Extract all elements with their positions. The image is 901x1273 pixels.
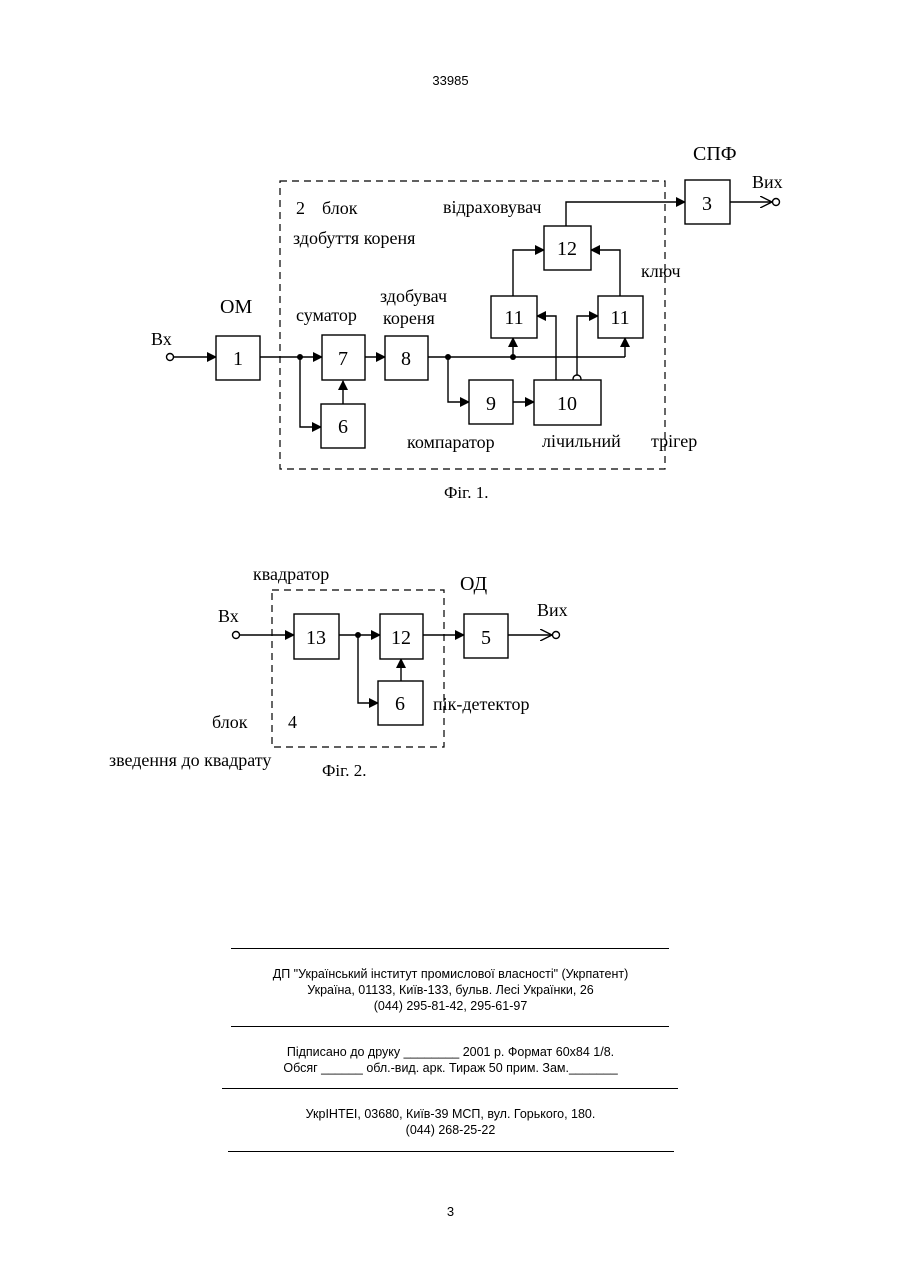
divider [222,1088,678,1089]
svg-text:9: 9 [486,393,496,415]
zvedennia-label: зведення до квадрату [109,750,271,770]
svg-text:12: 12 [391,627,411,649]
publisher-phone: (044) 295-81-42, 295-61-97 [0,998,901,1014]
pik-detektor-label: пік-детектор [433,694,530,714]
svg-text:13: 13 [306,627,326,649]
publisher-address: Україна, 01133, Київ-133, бульв. Лесі Ук… [0,982,901,998]
input-label: Вх [218,606,239,626]
block-12: 12 [544,226,591,270]
junction-dot [297,354,303,360]
input-terminal [233,632,240,639]
block-11-left: 11 [491,296,537,338]
block-12: 12 [380,614,423,659]
kvadrator-label: квадратор [253,564,329,584]
block-10: 10 [534,380,601,425]
volume-info: Обсяг ______ обл.-вид. арк. Тираж 50 при… [0,1060,901,1076]
junction-dot [355,632,361,638]
od-label: ОД [460,573,487,595]
block-3: 3 [685,180,730,224]
block-2-number: 2 [296,198,305,218]
publisher-name: ДП "Український інститут промислової вла… [0,966,901,982]
block-6: 6 [378,681,423,725]
block-9: 9 [469,380,513,424]
svg-text:7: 7 [338,348,348,370]
om-label: ОМ [220,296,252,318]
svg-text:3: 3 [702,193,712,215]
svg-text:5: 5 [481,627,491,649]
svg-text:11: 11 [610,307,629,329]
printer-phone: (044) 268-25-22 [0,1122,901,1138]
figure-1-caption: Фіг. 1. [444,483,488,502]
divider [231,948,669,949]
print-info: Підписано до друку ________ 2001 р. Форм… [0,1044,901,1060]
figure-2-diagram: 13 12 6 5 квадратор ОД Вх Вих пік-детект… [109,564,568,780]
block-4-number: 4 [288,712,297,732]
page-number: 3 [0,1204,901,1219]
spf-label: СПФ [693,143,737,165]
output-terminal [553,632,560,639]
svg-text:6: 6 [395,693,405,715]
block-2-word: блок [322,198,358,218]
sumator-label: суматор [296,305,357,325]
komparator-label: компаратор [407,432,495,452]
block-6: 6 [321,404,365,448]
kliuch-label: ключ [641,261,681,281]
block-13: 13 [294,614,339,659]
block-7: 7 [322,335,365,380]
figures-area: 1 7 6 8 9 10 1 [0,0,901,800]
figure-2-caption: Фіг. 2. [322,761,366,780]
input-label: Вх [151,329,172,349]
zdobuvach-label-line1: здобувач [380,286,447,306]
lichylnyi-label: лічильний [542,431,621,451]
junction-dot [510,354,516,360]
zdobuvach-label-line2: кореня [383,308,435,328]
output-label: Вих [537,600,568,620]
junction-dot [445,354,451,360]
svg-text:10: 10 [557,393,577,415]
output-label: Вих [752,172,783,192]
figure-1-diagram: 1 7 6 8 9 10 1 [151,143,783,502]
block-2-subtitle: здобуття кореня [293,228,415,248]
block-8: 8 [385,336,428,380]
svg-text:8: 8 [401,348,411,370]
svg-text:6: 6 [338,416,348,438]
svg-text:11: 11 [504,307,523,329]
input-terminal [167,354,174,361]
divider [231,1026,669,1027]
svg-text:1: 1 [233,348,243,370]
svg-text:12: 12 [557,238,577,260]
vidrakhovuvach-label: відраховувач [443,197,541,217]
tryger-label: трігер [651,431,697,451]
block-11-right: 11 [598,296,643,338]
printer-address: УкрІНТЕІ, 03680, Київ-39 МСП, вул. Горьк… [0,1106,901,1122]
divider [228,1151,674,1152]
output-terminal [773,199,780,206]
blok-word: блок [212,712,248,732]
block-1: 1 [216,336,260,380]
block-5: 5 [464,614,508,658]
